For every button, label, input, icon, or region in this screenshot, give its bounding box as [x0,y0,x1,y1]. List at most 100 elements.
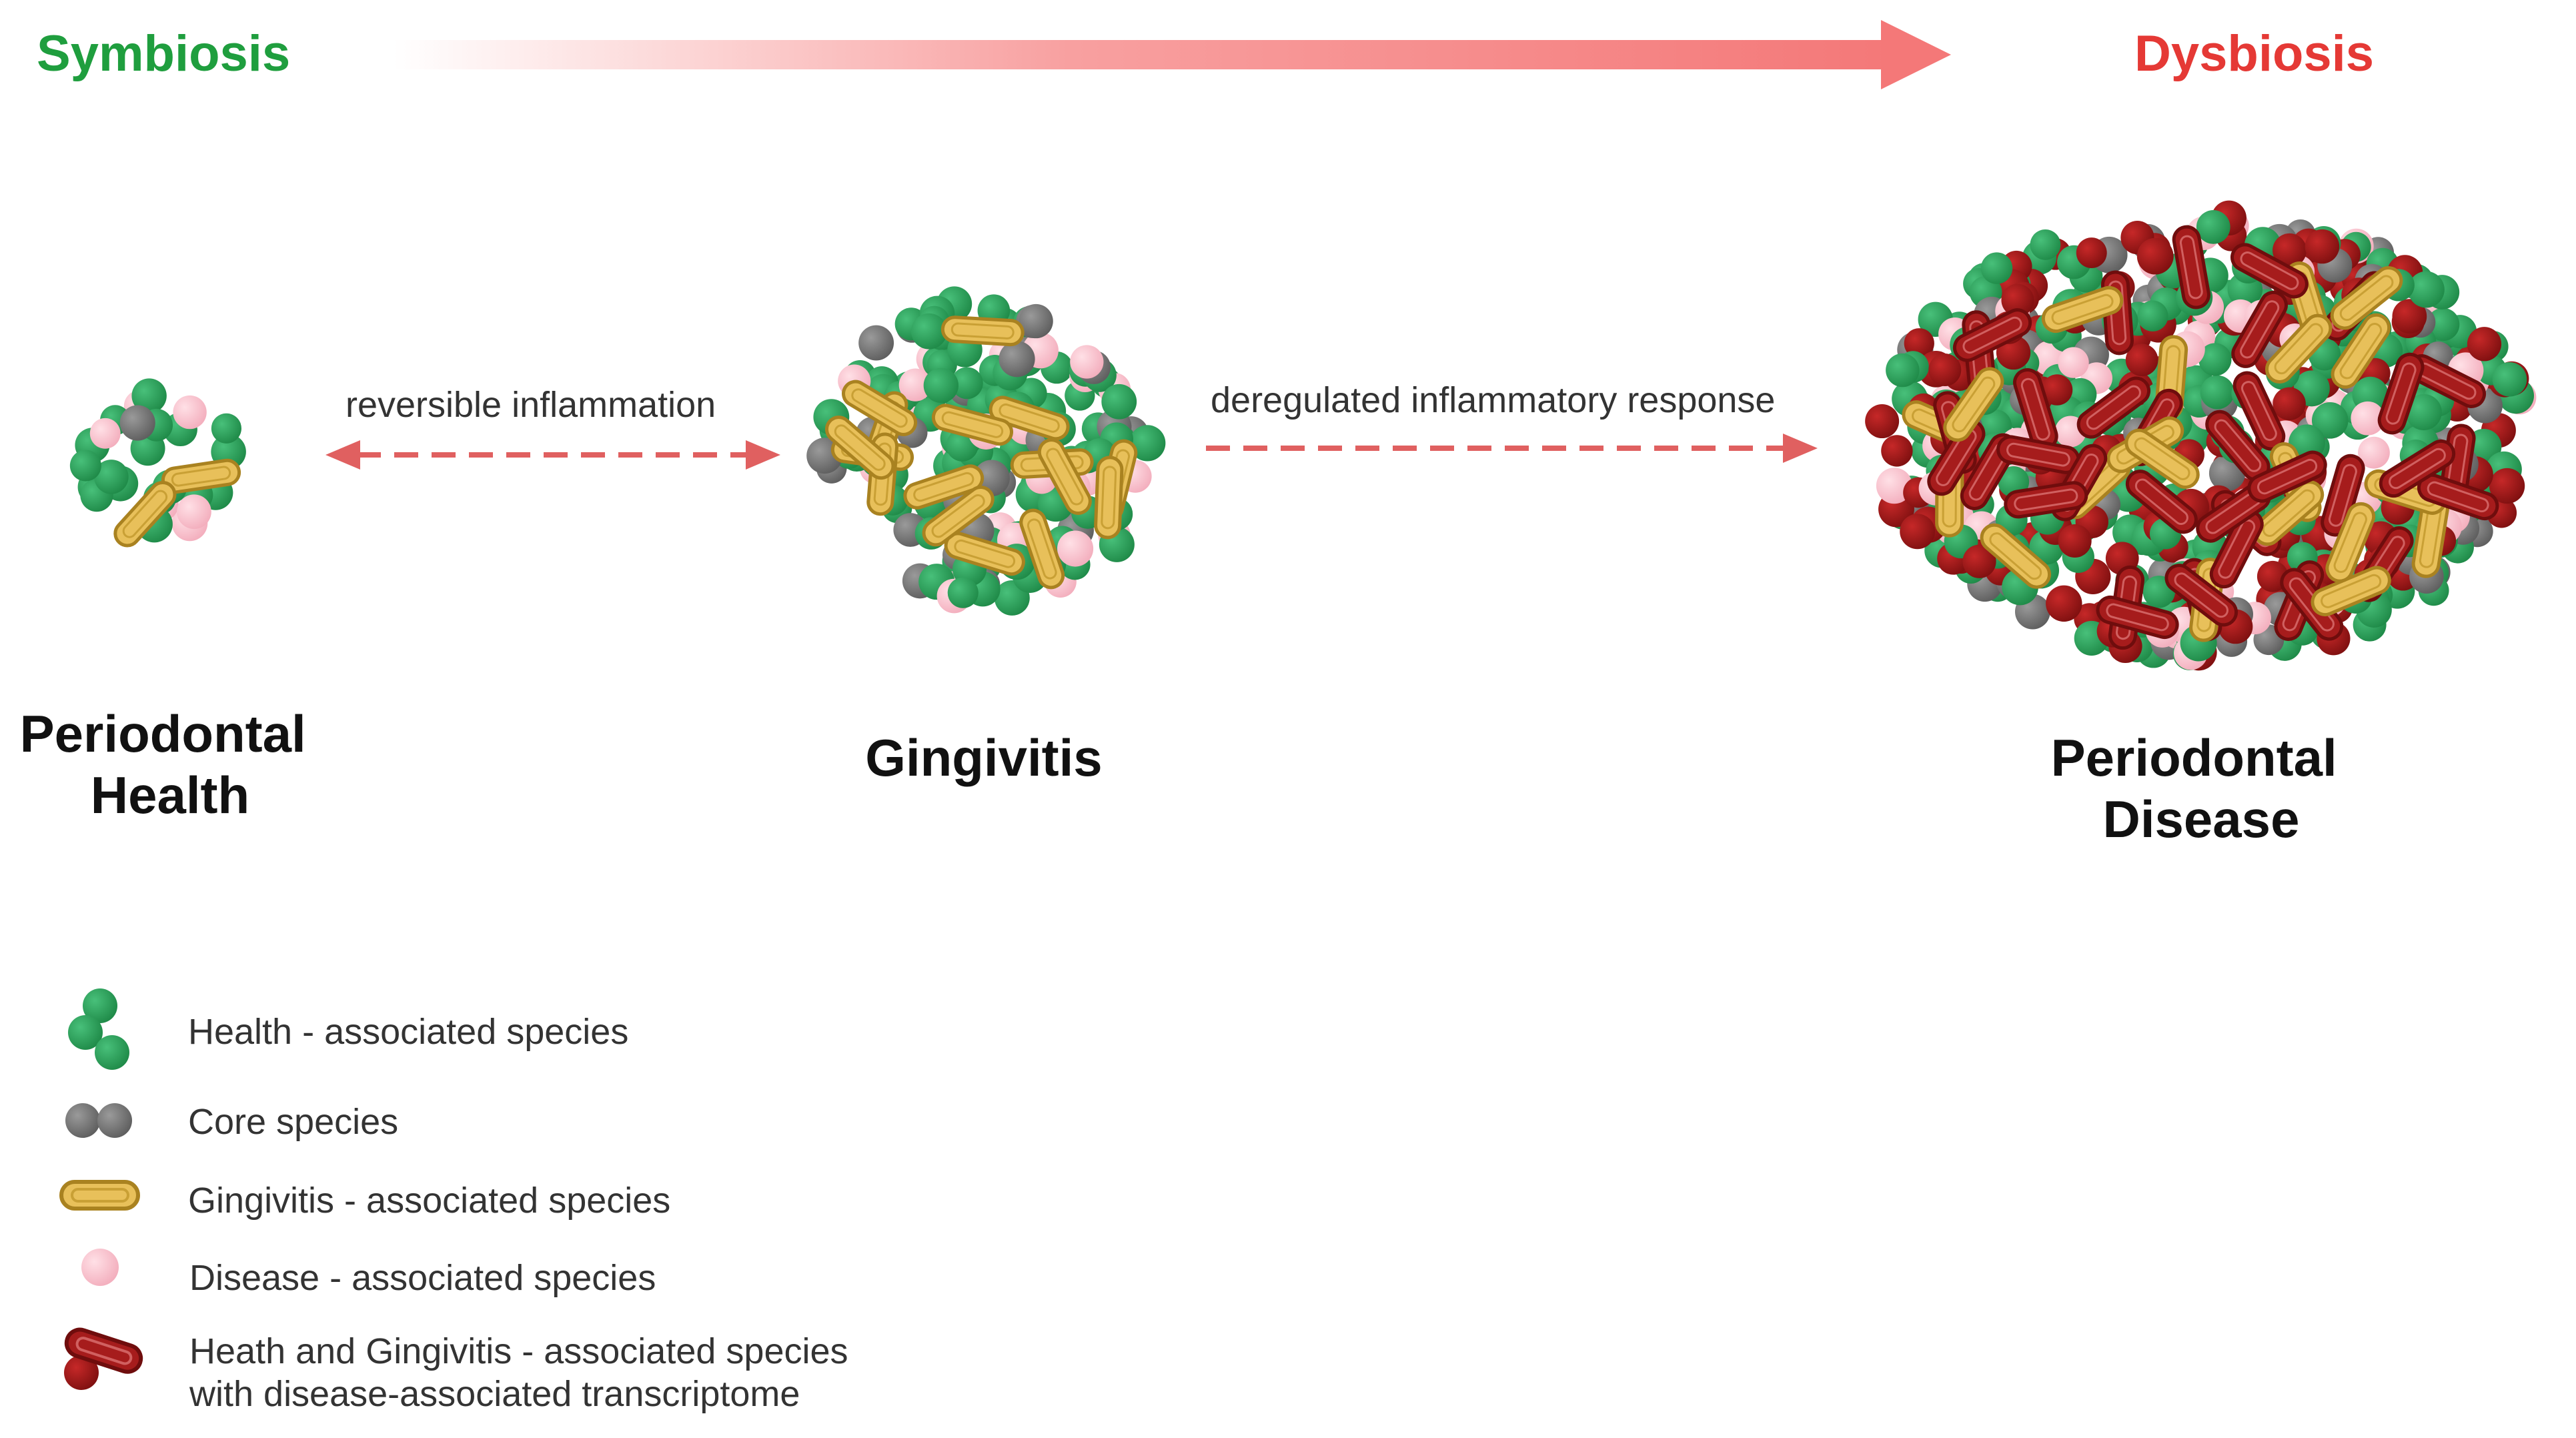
legend: Health - associated species Core species… [59,988,848,1414]
red-coccus [2273,233,2307,267]
red-coccus [1865,404,1900,439]
forward-dashed-arrow [1206,434,1818,463]
red-rod [2377,352,2425,435]
grey-coccus [999,341,1035,378]
green-coccus [2427,307,2460,341]
yellow-rod [2265,313,2333,384]
yellow-rod [903,464,985,510]
yellow-rod [1019,508,1065,590]
red-coccus [1900,514,1936,550]
grey-coccus [858,325,894,361]
legend-item-gingivitis-species: Gingivitis - associated species [59,1180,670,1221]
red-coccus [2058,524,2092,558]
red-coccus [2041,374,2073,406]
pink-coccus [2358,436,2390,469]
gingivitis-biofilm [806,286,1166,616]
red-coccus [1928,353,1962,387]
legend-label-line2: with disease-associated transcriptome [189,1374,800,1414]
green-coccus [910,313,947,349]
red-rod [2096,595,2179,640]
grey-coccus [119,405,155,441]
red-coccus [2046,585,2082,622]
red-rod [2164,564,2238,627]
yellow-rod [1980,523,2052,589]
yellow-rod [2330,266,2403,330]
red-rod [2076,376,2151,439]
red-rod [2321,454,2365,537]
periodontal-disease-biofilm [1865,200,2537,671]
red-rod [2247,450,2327,503]
green-coccus [2492,362,2527,397]
yellow-rod-icon [59,1180,140,1211]
pink-cocci-icon [81,1249,119,1286]
green-coccus [2198,343,2232,376]
pink-coccus [1070,345,1104,379]
red-rod [2230,243,2309,299]
green-coccus [923,368,959,404]
green-coccus [2405,394,2442,431]
red-coccus [2273,387,2306,421]
periodontal-health-title-line1: Periodontal [20,704,306,763]
red-coccus [2125,343,2158,377]
red-rod [2231,290,2288,368]
periodontal-health-biofilm [69,378,246,548]
green-coccus [2200,375,2234,410]
periodontal-disease-title-line2: Disease [2103,790,2300,848]
green-coccus [950,367,983,400]
yellow-rod [2325,502,2376,583]
red-coccus [2467,327,2502,362]
legend-item-disease-species: Disease - associated species [81,1249,656,1298]
periodontal-disease-title-line1: Periodontal [2051,728,2337,787]
yellow-rod [2331,313,2391,389]
green-coccus [1101,384,1137,420]
yellow-rod [989,396,1070,441]
symbiosis-label: Symbiosis [37,25,290,82]
red-rod [2172,225,2210,309]
gingivitis-title: Gingivitis [865,728,1102,787]
pink-coccus [898,368,932,402]
green-coccus [2030,229,2061,260]
legend-item-core-species: Core species [65,1102,398,1142]
red-coccus [2489,468,2525,504]
grey-coccus [1019,303,1053,339]
grey-cocci-icon [65,1103,132,1138]
pink-coccus [2351,401,2385,436]
legend-item-health-species: Health - associated species [68,988,628,1070]
red-rod [2125,470,2198,534]
red-coccus [2392,299,2427,334]
legend-item-transcriptome-species: Heath and Gingivitis - associated specie… [64,1327,848,1414]
green-coccus [94,460,129,494]
red-coccus [2076,237,2107,269]
periodontal-health-title: Periodontal Health [20,704,321,824]
green-coccus [1886,353,1920,388]
pink-coccus [1057,530,1094,567]
green-coccus [1980,252,2013,284]
green-coccus [2137,300,2168,331]
red-coccus [2136,237,2174,275]
pink-coccus [2058,347,2089,378]
yellow-rod [161,458,241,494]
reversible-inflammation-label: reversible inflammation [346,385,716,425]
yellow-rod [940,315,1025,347]
yellow-rod [824,416,895,480]
red-rod [2232,371,2286,451]
red-rod [2004,481,2088,519]
green-coccus [1129,425,1166,462]
green-coccus [131,378,167,414]
yellow-rod [931,404,1014,446]
yellow-rod [2252,480,2325,546]
pink-coccus [173,395,207,430]
bidirectional-dashed-arrow [326,440,780,470]
red-rod-icon [64,1327,143,1390]
legend-label: Gingivitis - associated species [188,1181,670,1221]
red-coccus [2001,283,2034,317]
green-coccus [211,413,241,444]
red-rod [1927,419,1986,496]
legend-label: Health - associated species [188,1012,628,1052]
green-coccus [69,450,101,482]
yellow-rod [922,485,995,547]
green-cocci-icon [68,988,129,1070]
green-coccus [2311,402,2349,439]
green-coccus [2196,210,2230,244]
